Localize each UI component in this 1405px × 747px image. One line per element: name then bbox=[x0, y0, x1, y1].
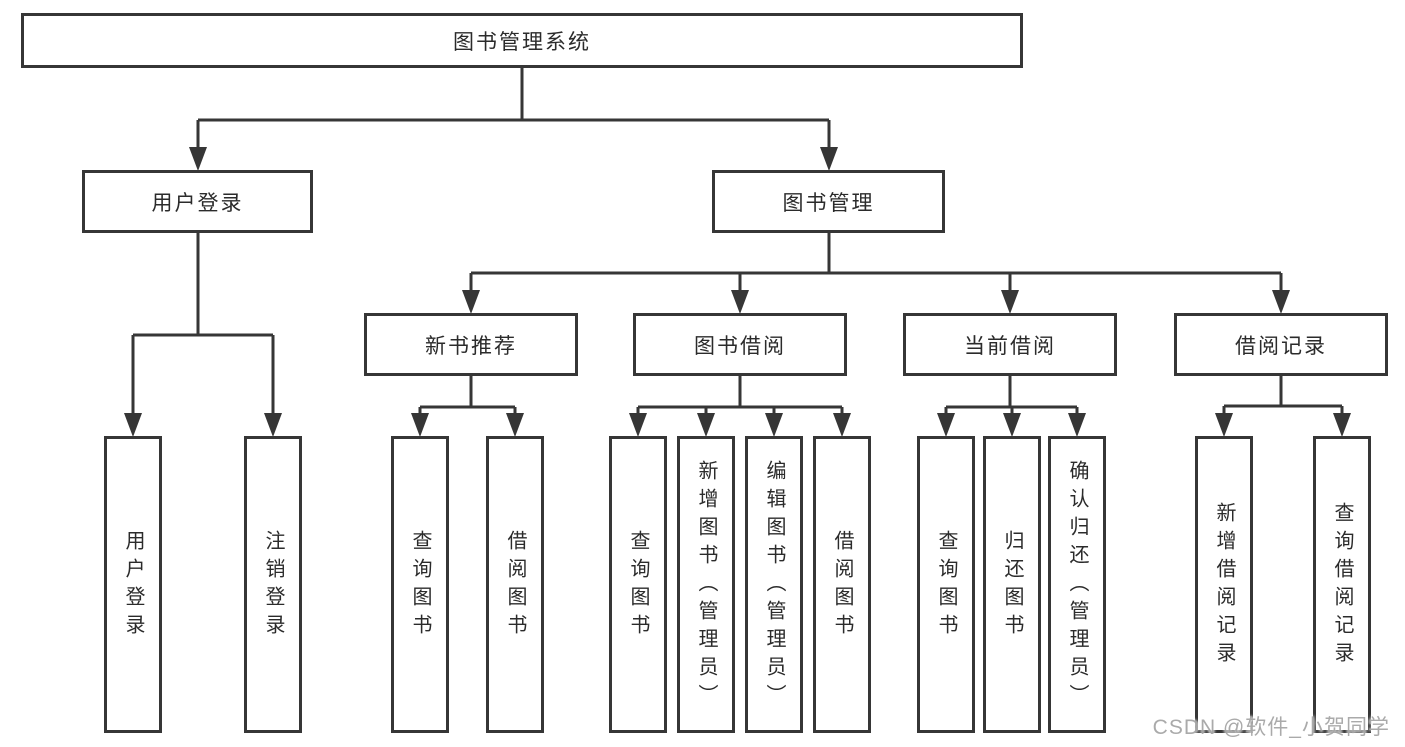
node-new-book-recommend: 新书推荐 bbox=[364, 313, 578, 376]
leaf-return-books: 归还图书 bbox=[983, 436, 1041, 733]
node-current-borrowing: 当前借阅 bbox=[903, 313, 1117, 376]
leaf-logout: 注销登录 bbox=[244, 436, 302, 733]
csdn-watermark: CSDN @软件_小贺同学 bbox=[1152, 716, 1390, 739]
leaf-edit-book-admin: 编辑图书（管理员） bbox=[745, 436, 803, 733]
leaf-add-book-admin: 新增图书（管理员） bbox=[677, 436, 735, 733]
node-book-borrowing: 图书借阅 bbox=[633, 313, 847, 376]
leaf-borrow-books-borrowing: 借阅图书 bbox=[813, 436, 871, 733]
leaf-user-login: 用户登录 bbox=[104, 436, 162, 733]
leaf-borrow-books-recommend: 借阅图书 bbox=[486, 436, 544, 733]
node-user-login-branch: 用户登录 bbox=[82, 170, 313, 233]
node-book-management-branch: 图书管理 bbox=[712, 170, 945, 233]
leaf-query-borrow-record: 查询借阅记录 bbox=[1313, 436, 1371, 733]
leaf-query-books-recommend: 查询图书 bbox=[391, 436, 449, 733]
leaf-add-borrow-record: 新增借阅记录 bbox=[1195, 436, 1253, 733]
node-library-management-system: 图书管理系统 bbox=[21, 13, 1023, 68]
leaf-query-books-current: 查询图书 bbox=[917, 436, 975, 733]
leaf-confirm-return-admin: 确认归还（管理员） bbox=[1048, 436, 1106, 733]
node-borrowing-records: 借阅记录 bbox=[1174, 313, 1388, 376]
leaf-query-books-borrowing: 查询图书 bbox=[609, 436, 667, 733]
